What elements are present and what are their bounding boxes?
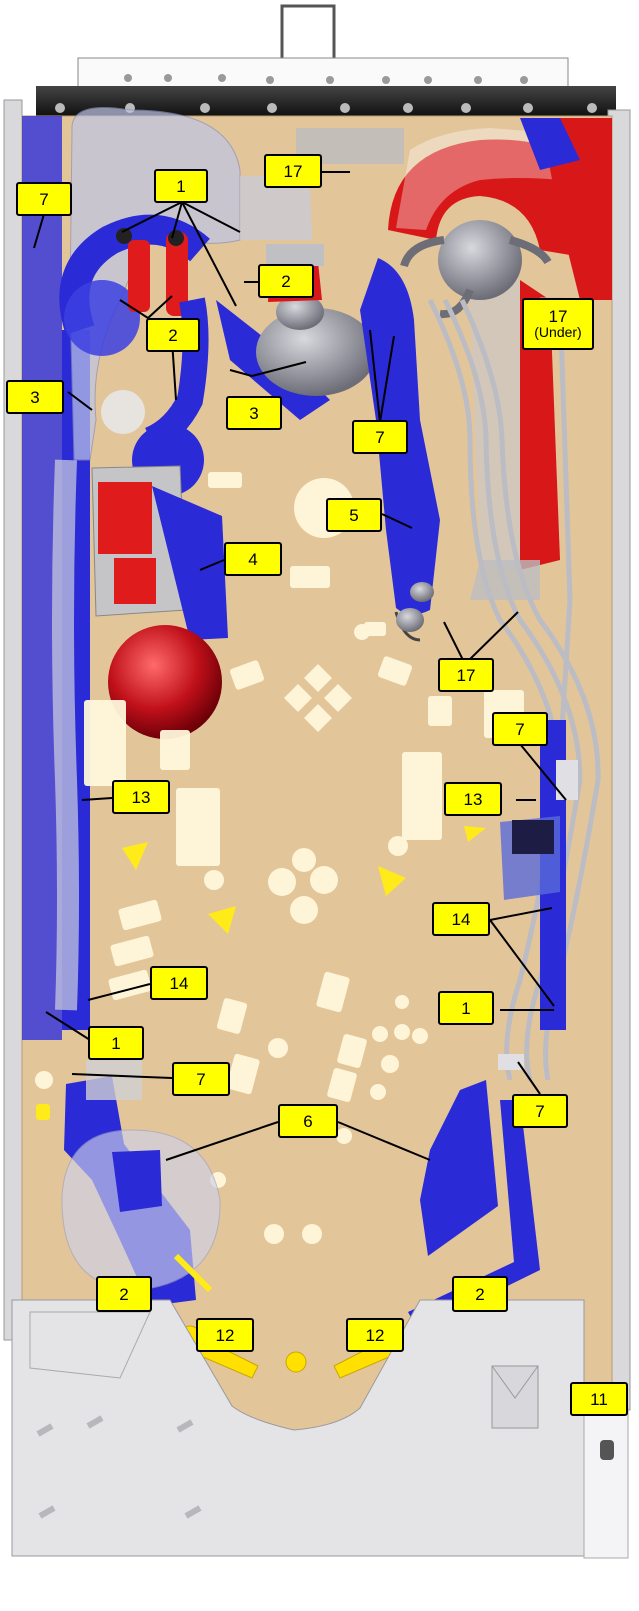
callout-label: 5 — [349, 507, 358, 524]
callout-12-right: 12 — [346, 1318, 404, 1352]
callout-label: 13 — [464, 791, 483, 808]
callout-label: 2 — [119, 1286, 128, 1303]
callout-1-lower-left: 1 — [88, 1026, 144, 1060]
callout-2-lower-right: 2 — [452, 1276, 508, 1312]
callout-label: 1 — [461, 1000, 470, 1017]
left-side-rail — [4, 100, 22, 1340]
callout-label: 2 — [281, 273, 290, 290]
callout-sublabel: (Under) — [534, 325, 581, 340]
callout-label: 7 — [39, 191, 48, 208]
callout-label: 7 — [196, 1071, 205, 1088]
callout-1-lower-right: 1 — [438, 991, 494, 1025]
callout-14-right: 14 — [432, 902, 490, 936]
callout-label: 3 — [30, 389, 39, 406]
callout-label: 17 — [549, 308, 568, 325]
callout-label: 12 — [366, 1327, 385, 1344]
callout-7-lower-right: 7 — [512, 1094, 568, 1128]
callout-label: 14 — [170, 975, 189, 992]
callout-label: 3 — [249, 405, 258, 422]
callout-3-center: 3 — [226, 396, 282, 430]
callout-label: 1 — [111, 1035, 120, 1052]
callout-label: 2 — [475, 1286, 484, 1303]
callout-13-left: 13 — [112, 780, 170, 814]
callout-6: 6 — [278, 1104, 338, 1138]
callout-label: 13 — [132, 789, 151, 806]
callout-label: 2 — [168, 327, 177, 344]
callout-label: 12 — [216, 1327, 235, 1344]
callout-label: 7 — [515, 721, 524, 738]
callout-label: 17 — [457, 667, 476, 684]
callout-4: 4 — [224, 542, 282, 576]
callout-17-lower: 17 — [438, 658, 494, 692]
cabinet-top — [36, 6, 616, 116]
callout-label: 7 — [375, 429, 384, 446]
callout-label: 7 — [535, 1103, 544, 1120]
callout-1-top: 1 — [154, 169, 208, 203]
callout-11: 11 — [570, 1382, 628, 1416]
callout-7-right: 7 — [492, 712, 548, 746]
callout-2-lower-left: 2 — [96, 1276, 152, 1312]
callout-17-top: 17 — [264, 154, 322, 188]
callout-label: 17 — [284, 163, 303, 180]
callout-7-lower-left: 7 — [172, 1062, 230, 1096]
callout-17-under: 17 (Under) — [522, 298, 594, 350]
callout-13-right: 13 — [444, 782, 502, 816]
callout-label: 14 — [452, 911, 471, 928]
callout-label: 1 — [176, 178, 185, 195]
callout-label: 4 — [248, 551, 257, 568]
callout-label: 11 — [590, 1391, 608, 1408]
callout-7-center: 7 — [352, 420, 408, 454]
callout-5: 5 — [326, 498, 382, 532]
callout-7-top-left: 7 — [16, 182, 72, 216]
callout-12-left: 12 — [196, 1318, 254, 1352]
callout-2-upper-left: 2 — [146, 318, 200, 352]
callout-14-left: 14 — [150, 966, 208, 1000]
callout-label: 6 — [303, 1113, 312, 1130]
callout-2-upper-center: 2 — [258, 264, 314, 298]
callout-3-left: 3 — [6, 380, 64, 414]
